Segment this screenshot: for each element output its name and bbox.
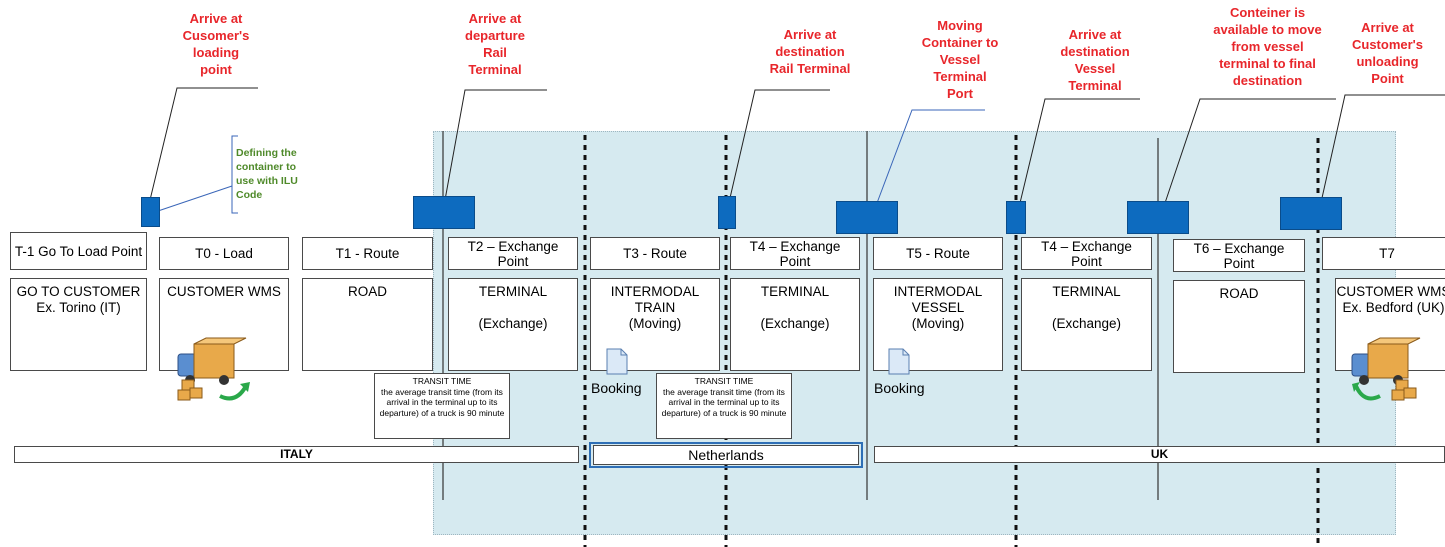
netherlands-frame [589, 442, 863, 468]
country-bar-italy: ITALY [14, 446, 579, 463]
annotation-destination-rail: Arrive at destination Rail Terminal [769, 27, 851, 76]
milestone-loading-point [141, 197, 160, 227]
milestone-vessel-port [836, 201, 898, 234]
transit-time-text: the average transit time (from its arriv… [379, 386, 505, 418]
country-bar-netherlands: Netherlands [593, 445, 859, 465]
transit-time-text: the average transit time (from its arriv… [661, 386, 787, 418]
milestone-departure-rail [413, 196, 475, 229]
annotation-loading-point: Arrive at Cusomer's loading point [182, 11, 250, 77]
transit-time-title: TRANSIT TIME [412, 376, 472, 386]
transit-time-title: TRANSIT TIME [694, 376, 754, 386]
document-icon [606, 348, 628, 375]
step-header-t6: T6 – Exchange Point [1173, 239, 1305, 272]
step-body-t4b: TERMINAL (Exchange) [1021, 278, 1152, 371]
milestone-destination-rail [718, 196, 736, 229]
annotation-unloading-point: Arrive at Customer's unloading Point [1352, 20, 1423, 86]
transit-time-box-train: TRANSIT TIME the average transit time (f… [656, 373, 792, 439]
ilu-code-note: Defining the container to use with ILU C… [236, 147, 298, 201]
annotation-moving-to-vessel: Moving Container to Vessel Terminal Port [921, 18, 999, 101]
annotation-departure-rail: Arrive at departure Rail Terminal [465, 11, 525, 77]
milestone-unloading-point [1280, 197, 1342, 230]
step-header-t4b: T4 – Exchange Point [1021, 237, 1152, 270]
step-body-t1: ROAD [302, 278, 433, 371]
step-body-t6: ROAD [1173, 280, 1305, 373]
transit-time-box-road: TRANSIT TIME the average transit time (f… [374, 373, 510, 439]
step-header-t4: T4 – Exchange Point [730, 237, 860, 270]
step-header-t2: T2 – Exchange Point [448, 237, 578, 270]
step-header-t3: T3 - Route [590, 237, 720, 270]
delivery-truck-icon [177, 337, 250, 401]
step-body-t4: TERMINAL (Exchange) [730, 278, 860, 371]
milestone-destination-vessel [1006, 201, 1026, 234]
step-header-t5: T5 - Route [873, 237, 1003, 270]
step-body-t5: INTERMODAL VESSEL (Moving) [873, 278, 1003, 371]
country-bar-uk: UK [874, 446, 1445, 463]
booking-label-vessel: Booking [874, 380, 925, 396]
annotation-destination-vessel: Arrive at destination Vessel Terminal [1060, 27, 1130, 93]
step-header-t0: T0 - Load [159, 237, 289, 270]
step-body-t2: TERMINAL (Exchange) [448, 278, 578, 371]
step-body-t-1: GO TO CUSTOMER Ex. Torino (IT) [10, 278, 147, 371]
booking-label-train: Booking [591, 380, 642, 396]
step-header-t-1: T-1 Go To Load Point [10, 232, 147, 270]
delivery-truck-icon [1351, 337, 1421, 401]
step-header-t1: T1 - Route [302, 237, 433, 270]
document-icon [888, 348, 910, 375]
annotation-available-to-move: Conteiner is available to move from vess… [1213, 5, 1322, 88]
step-header-t7: T7 [1322, 237, 1445, 270]
milestone-available-to-move [1127, 201, 1189, 234]
